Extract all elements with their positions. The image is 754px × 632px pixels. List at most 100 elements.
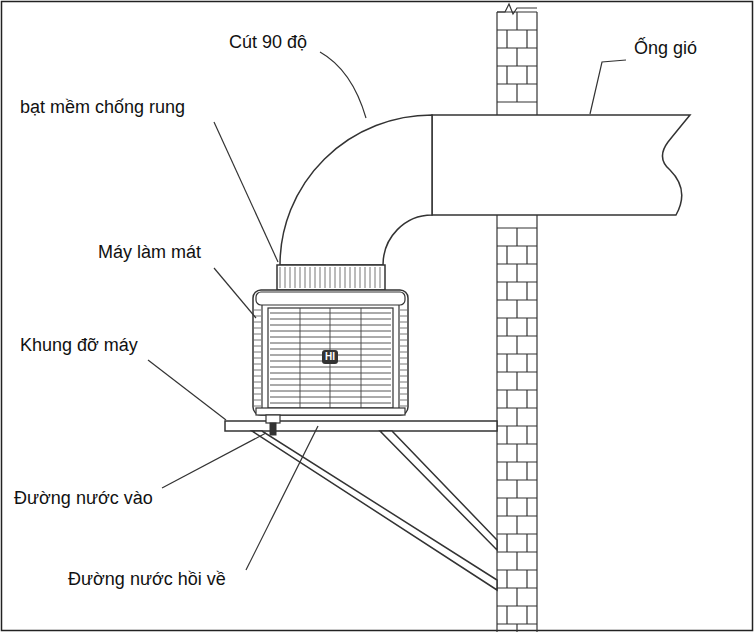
drawing-line [516, 84, 517, 102]
drawing-line [497, 353, 537, 354]
drawing-line [270, 331, 391, 332]
drawing-line [526, 534, 527, 552]
part-label: Cút 90 độ [227, 31, 309, 53]
drawing-line [497, 497, 537, 498]
drawing-line [400, 370, 407, 371]
drawing-line [254, 346, 261, 347]
drawing-line [400, 358, 407, 359]
drawing-line [516, 480, 517, 498]
drawing-line [375, 267, 376, 288]
drawing-line [400, 322, 407, 323]
drawing-line [506, 282, 507, 300]
drawing-line [270, 403, 391, 404]
drawing-line [254, 364, 261, 365]
drawing-line [254, 358, 261, 359]
drawing-line [506, 354, 507, 372]
drawing-line [506, 606, 507, 624]
drawing-line [320, 267, 321, 288]
drawing-line [270, 385, 391, 386]
drawing-line [254, 352, 261, 353]
part-label: Đường nước vào [12, 487, 155, 509]
drawing-line [400, 334, 407, 335]
drawing-line [290, 267, 291, 288]
drawing-line [526, 570, 527, 588]
drawing-line [506, 570, 507, 588]
drawing-line [400, 406, 407, 407]
drawing-line [361, 308, 362, 408]
drawing-line [310, 267, 311, 288]
drawing-line [360, 267, 361, 288]
drawing-line [497, 605, 537, 606]
drawing-line [526, 30, 527, 48]
drawing-line [497, 533, 537, 534]
drawing-line [516, 336, 517, 354]
drawing-line [516, 12, 517, 30]
drawing-line [497, 317, 537, 318]
drawing-line [506, 30, 507, 48]
drawing-line [270, 367, 391, 368]
drawing-line [280, 267, 281, 288]
drawing-line [315, 267, 316, 288]
drawing-line [400, 346, 407, 347]
drawing-line [516, 48, 517, 66]
drawing-line [497, 245, 537, 246]
drawing-line [325, 267, 326, 288]
drawing-line [526, 246, 527, 264]
drawing-line [506, 462, 507, 480]
drawing-line [300, 267, 301, 288]
drawing-line [285, 267, 286, 288]
drawing-line [400, 328, 407, 329]
drawing-line [526, 66, 527, 84]
drawing-line [536, 12, 537, 632]
drawing-line [350, 267, 351, 288]
drawing-line [380, 267, 381, 288]
drawing-line [270, 373, 391, 374]
drawing-line [254, 382, 261, 383]
drawing-line [526, 606, 527, 624]
drawing-line [254, 388, 261, 389]
part-label: Máy làm mát [96, 241, 203, 263]
drawing-line [254, 340, 261, 341]
drawing-line [400, 316, 407, 317]
drawing-line [497, 569, 537, 570]
drawing-line [300, 308, 301, 408]
drawing-line [516, 588, 517, 606]
drawing-line [335, 267, 336, 288]
drawing-line [345, 267, 346, 288]
canvas-connector [277, 265, 385, 290]
part-label: Khung đỡ máy [18, 334, 140, 356]
drawing-line [516, 372, 517, 390]
drawing-line [400, 364, 407, 365]
drawing-line [400, 382, 407, 383]
drawing-line [270, 319, 391, 320]
air-cooler [253, 290, 408, 435]
drawing-line [254, 328, 261, 329]
drawing-line [497, 29, 537, 30]
drawing-line [330, 267, 331, 288]
drawing-line [365, 267, 366, 288]
air-duct [432, 115, 690, 215]
drawing-line [400, 352, 407, 353]
drawing-line [526, 462, 527, 480]
drawing-line [526, 498, 527, 516]
drawing-line [400, 400, 407, 401]
drawing-line [254, 334, 261, 335]
drawing-line [370, 267, 371, 288]
leader-lines [148, 52, 626, 570]
drawing-line [526, 426, 527, 444]
drawing-line [497, 281, 537, 282]
drawing-line [270, 325, 391, 326]
drawing-line [526, 318, 527, 336]
drawing-line [516, 228, 517, 246]
drawing-line [526, 354, 527, 372]
drawing-line [506, 246, 507, 264]
drawing-line [506, 498, 507, 516]
part-label: Đường nước hồi về [66, 568, 228, 590]
drawing-line [355, 267, 356, 288]
drawing-line [254, 394, 261, 395]
drawing-line [295, 267, 296, 288]
drawing-line [254, 370, 261, 371]
drawing-line [516, 444, 517, 462]
drawing-line [270, 379, 391, 380]
